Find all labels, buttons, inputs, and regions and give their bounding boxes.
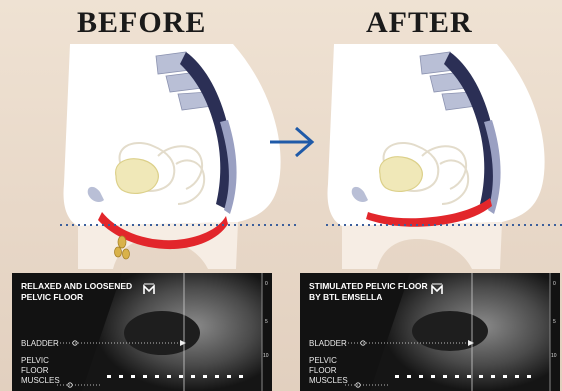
leg-shape: [342, 222, 502, 269]
before-heading: BEFORE: [77, 6, 206, 40]
after-ultrasound-panel: 0 5 10 STIMULATED PELVIC FLOOR BY BTL EM…: [300, 273, 560, 391]
bladder: [380, 157, 423, 192]
before-ultrasound-panel: 0 5 10 RELAXED AND LOOSENED PELVIC FLOOR…: [12, 273, 272, 391]
after-heading: AFTER: [366, 6, 473, 40]
bladder-label: BLADDER: [21, 339, 59, 349]
pelvic-floor-label: PELVIC FLOOR MUSCLES: [309, 356, 349, 386]
after-pelvis-illustration: [322, 44, 562, 269]
svg-text:0: 0: [553, 281, 556, 287]
right-arrow-icon: [268, 122, 316, 162]
bladder: [116, 159, 159, 194]
svg-text:5: 5: [553, 319, 556, 325]
btl-logo-icon: [143, 283, 155, 295]
ultrasound-caption: RELAXED AND LOOSENED PELVIC FLOOR: [21, 281, 151, 302]
before-pelvis-illustration: [58, 44, 298, 269]
bladder-label: BLADDER: [309, 339, 347, 349]
pelvic-floor-label: PELVIC FLOOR MUSCLES: [21, 356, 61, 386]
svg-text:10: 10: [263, 353, 269, 359]
svg-text:0: 0: [265, 281, 268, 287]
svg-text:10: 10: [551, 353, 557, 359]
svg-text:5: 5: [265, 319, 268, 325]
btl-logo-icon: [431, 283, 443, 295]
ultrasound-caption: STIMULATED PELVIC FLOOR BY BTL EMSELLA: [309, 281, 439, 302]
